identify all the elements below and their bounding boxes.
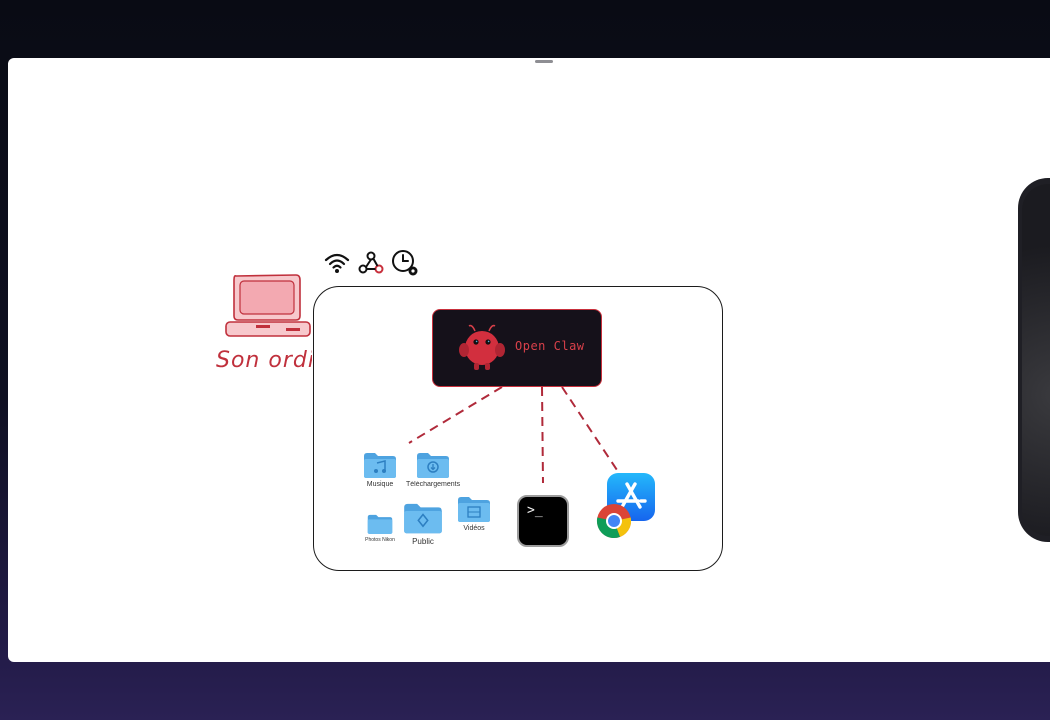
laptop-label: Son ordi	[216, 348, 312, 373]
videos-folder-icon	[458, 497, 490, 522]
laptop-icon	[225, 274, 311, 337]
folder-label: Téléchargements	[406, 481, 460, 488]
terminal-icon[interactable]: >_	[517, 495, 569, 547]
openclaw-card: Open Claw	[432, 309, 602, 387]
folder-icon	[367, 514, 393, 534]
app-store-glyph	[616, 482, 647, 509]
webhook-icon	[358, 251, 384, 274]
folder-label: Musique	[366, 481, 394, 488]
webcam-overlay	[1018, 178, 1050, 542]
folder-public[interactable]: Public	[400, 501, 446, 546]
folder-musique[interactable]: Musique	[360, 451, 400, 488]
app-store-icon[interactable]	[607, 473, 655, 521]
wifi-icon	[324, 253, 350, 273]
openclaw-title: Open Claw	[515, 339, 585, 353]
drag-handle[interactable]	[535, 60, 553, 63]
terminal-prompt: >_	[527, 503, 543, 518]
whiteboard-canvas[interactable]: Son ordi Open Claw	[8, 58, 1050, 662]
computer-environment-box: Open Claw Musique Téléchargements	[313, 286, 723, 571]
openclaw-mascot-icon	[459, 324, 505, 370]
scheduled-task-icon	[392, 250, 418, 276]
capability-icons	[322, 248, 432, 282]
folder-telechargements[interactable]: Téléchargements	[406, 451, 460, 488]
public-folder-icon	[404, 503, 442, 534]
downloads-folder-icon	[417, 453, 449, 478]
folder-videos[interactable]: Vidéos	[454, 495, 494, 532]
webcam-feed	[1022, 184, 1050, 536]
chrome-icon[interactable]	[596, 503, 632, 539]
folder-label: Photos Nikon	[365, 537, 395, 543]
folder-photos-nikon[interactable]: Photos Nikon	[360, 513, 400, 543]
music-folder-icon	[364, 453, 396, 478]
folder-label: Vidéos	[463, 525, 485, 532]
folder-label: Public	[412, 537, 434, 546]
